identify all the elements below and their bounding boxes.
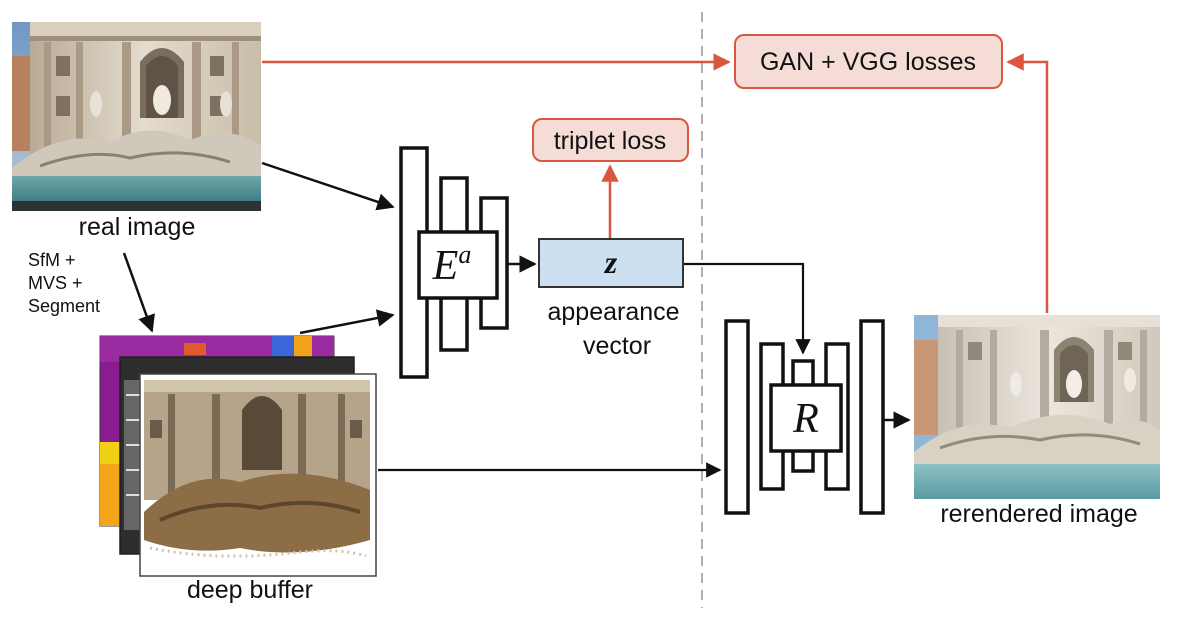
arrow-z-to-renderer [684,262,811,355]
deep-buffer-stack [99,335,377,577]
gan-vgg-loss-label: GAN + VGG losses [760,48,976,76]
arrow-deep-buffer-to-encoder [299,309,395,335]
encoder-network: Ea [399,146,509,379]
gan-vgg-loss-box [734,34,1003,89]
real-image-label: real image [79,213,196,241]
triplet-loss-label: triplet loss [554,127,667,155]
deep-buffer-label: deep buffer [187,576,313,604]
triplet-loss-box [532,118,689,162]
z-vector-box [538,238,684,288]
arrow-rerendered-to-gan-vgg [1006,53,1049,313]
sfm-mvs-segment-label: SfM + MVS + Segment [28,250,100,316]
encoder-symbol-box [417,230,499,300]
encoder-symbol: Ea [432,240,472,289]
rerendered-image-photo [914,315,1160,499]
arrow-real-image-to-encoder [261,161,395,211]
renderer-symbol: R [792,396,819,442]
renderer-symbol-box [769,383,843,453]
arrow-real-image-to-deep-buffer [122,252,155,333]
z-symbol: z [604,244,618,280]
renderer-network: R [724,319,885,515]
real-image-photo [12,22,261,211]
rerendered-image-label: rerendered image [940,500,1137,528]
appearance-vector-label: appearance vector [547,298,686,360]
